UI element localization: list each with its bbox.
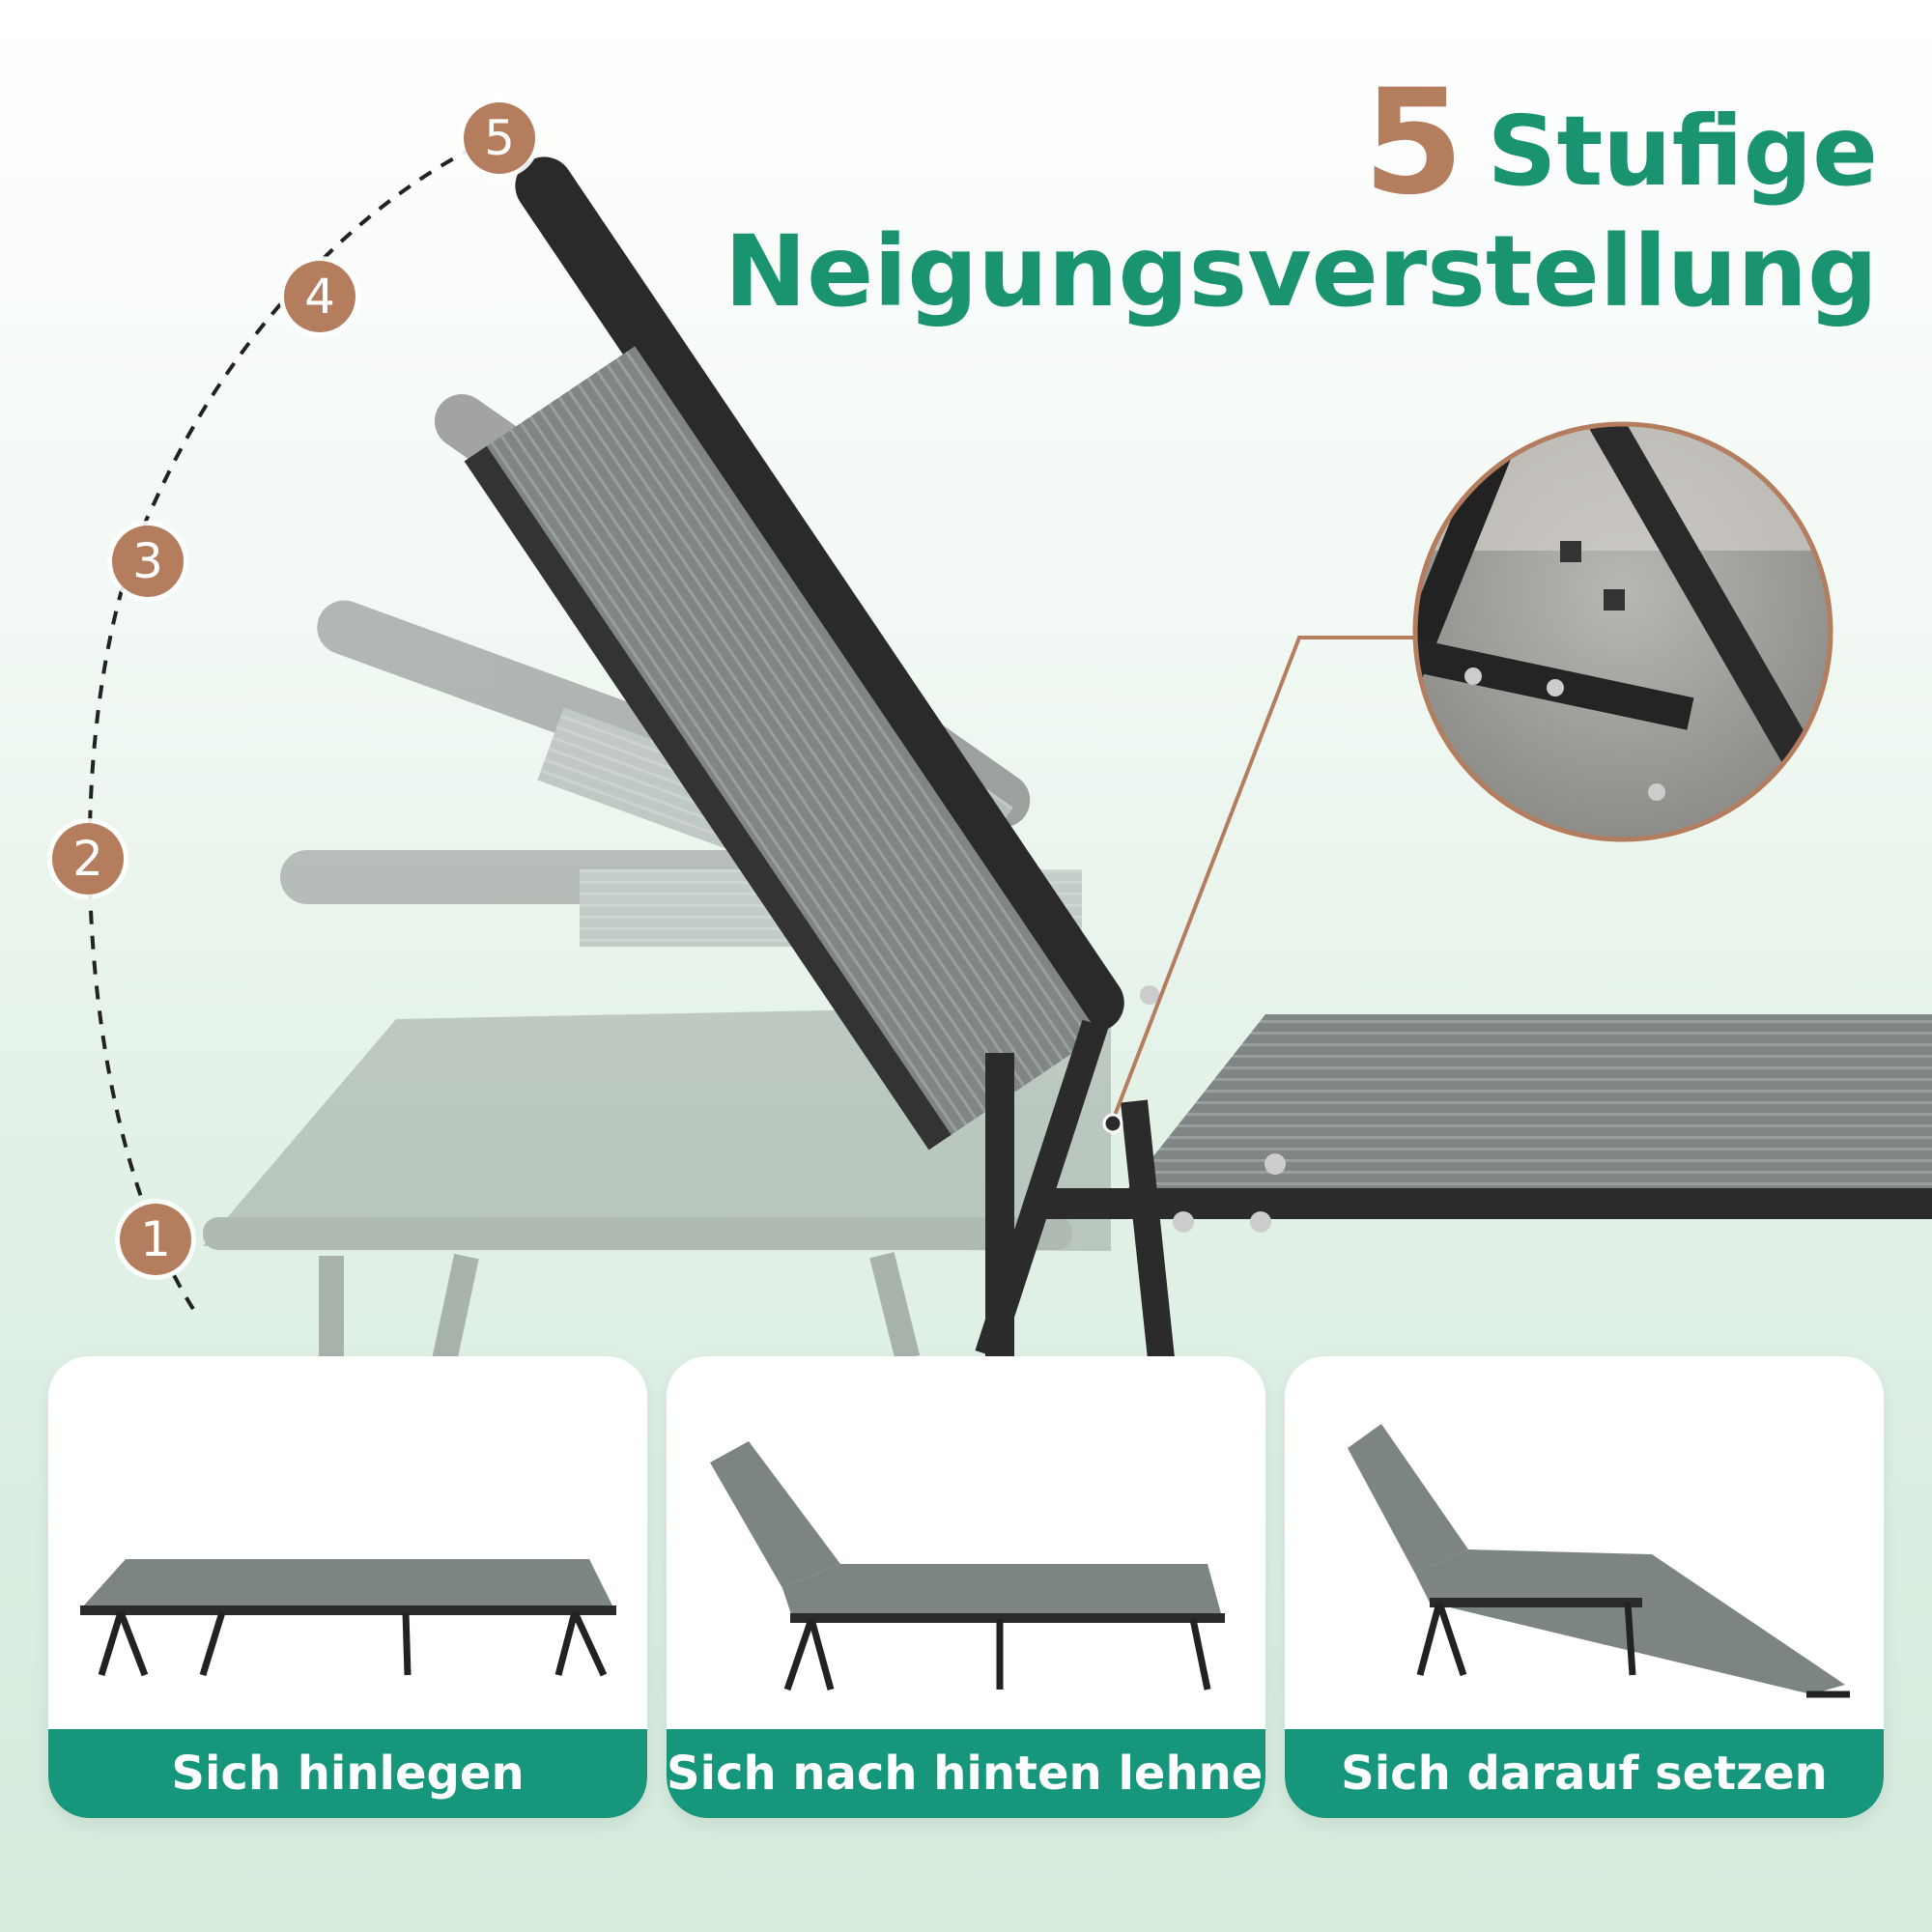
step-marker-4: 4 (284, 261, 355, 332)
step-marker-2: 2 (52, 823, 124, 895)
headline-number: 5 (1363, 59, 1464, 227)
mode-card-lie-down: Sich hinlegen (48, 1356, 647, 1818)
mode-card-sit: Sich darauf setzen (1285, 1356, 1884, 1818)
lounger-recline-image (710, 1441, 1225, 1691)
step-marker-5: 5 (464, 102, 535, 174)
callout-line (1109, 636, 1420, 1126)
step-marker-3: 3 (112, 526, 184, 597)
support-frame (975, 985, 1286, 1372)
backrest-position-5 (464, 156, 1124, 1151)
lounger-product-illustration (87, 133, 1932, 1372)
mode-card-recline: Sich nach hinten lehnen (667, 1356, 1265, 1818)
mode-label-recline: Sich nach hinten lehnen (667, 1729, 1265, 1818)
detail-zoom-circle (1412, 421, 1833, 842)
headline-word: Stufige (1487, 95, 1878, 208)
headline-row-2: Neigungsverstellung (724, 214, 1878, 329)
step-marker-1: 1 (120, 1204, 191, 1275)
mode-label-sit: Sich darauf setzen (1285, 1729, 1884, 1818)
mode-label-lie-down: Sich hinlegen (48, 1729, 647, 1818)
lounger-sit-image (1348, 1424, 1850, 1698)
seat-fabric (1121, 1014, 1932, 1212)
lounger-flat-image (80, 1559, 616, 1677)
